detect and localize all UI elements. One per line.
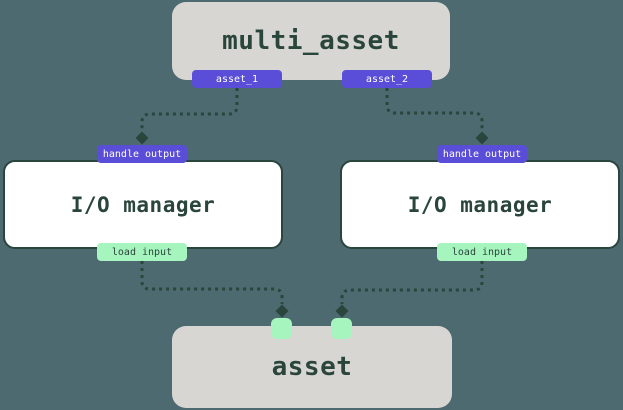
asset-input-port-1[interactable] xyxy=(271,318,292,339)
node-multi-asset[interactable]: multi_asset xyxy=(172,2,450,80)
node-asset[interactable]: asset xyxy=(172,326,452,408)
io-manager-right-label: I/O manager xyxy=(407,192,553,217)
io-left-handle-output-badge[interactable]: handle output xyxy=(97,145,187,163)
edge-asset-1-to-left-handle-output xyxy=(135,88,239,145)
edge-asset-2-to-right-handle-output xyxy=(385,88,489,145)
io-manager-left-label: I/O manager xyxy=(70,192,216,217)
output-badge-asset-2[interactable]: asset_2 xyxy=(342,70,432,88)
diamond-arrowhead xyxy=(135,131,149,145)
asset-input-port-2[interactable] xyxy=(331,318,352,339)
edge-left-load-input-to-port-1 xyxy=(140,261,289,318)
asset-label: asset xyxy=(271,352,353,382)
multi-asset-label: multi_asset xyxy=(222,26,400,56)
io-left-load-input-badge[interactable]: load input xyxy=(97,243,187,261)
diamond-arrowhead xyxy=(275,304,289,318)
diamond-arrowhead xyxy=(335,304,349,318)
node-io-manager-right[interactable]: I/O manager xyxy=(340,160,620,249)
edge-right-load-input-to-port-2 xyxy=(335,261,484,318)
output-badge-asset-1[interactable]: asset_1 xyxy=(192,70,282,88)
diamond-arrowhead xyxy=(475,131,489,145)
io-right-load-input-badge[interactable]: load input xyxy=(437,243,527,261)
node-io-manager-left[interactable]: I/O manager xyxy=(3,160,283,249)
io-right-handle-output-badge[interactable]: handle output xyxy=(437,145,527,163)
